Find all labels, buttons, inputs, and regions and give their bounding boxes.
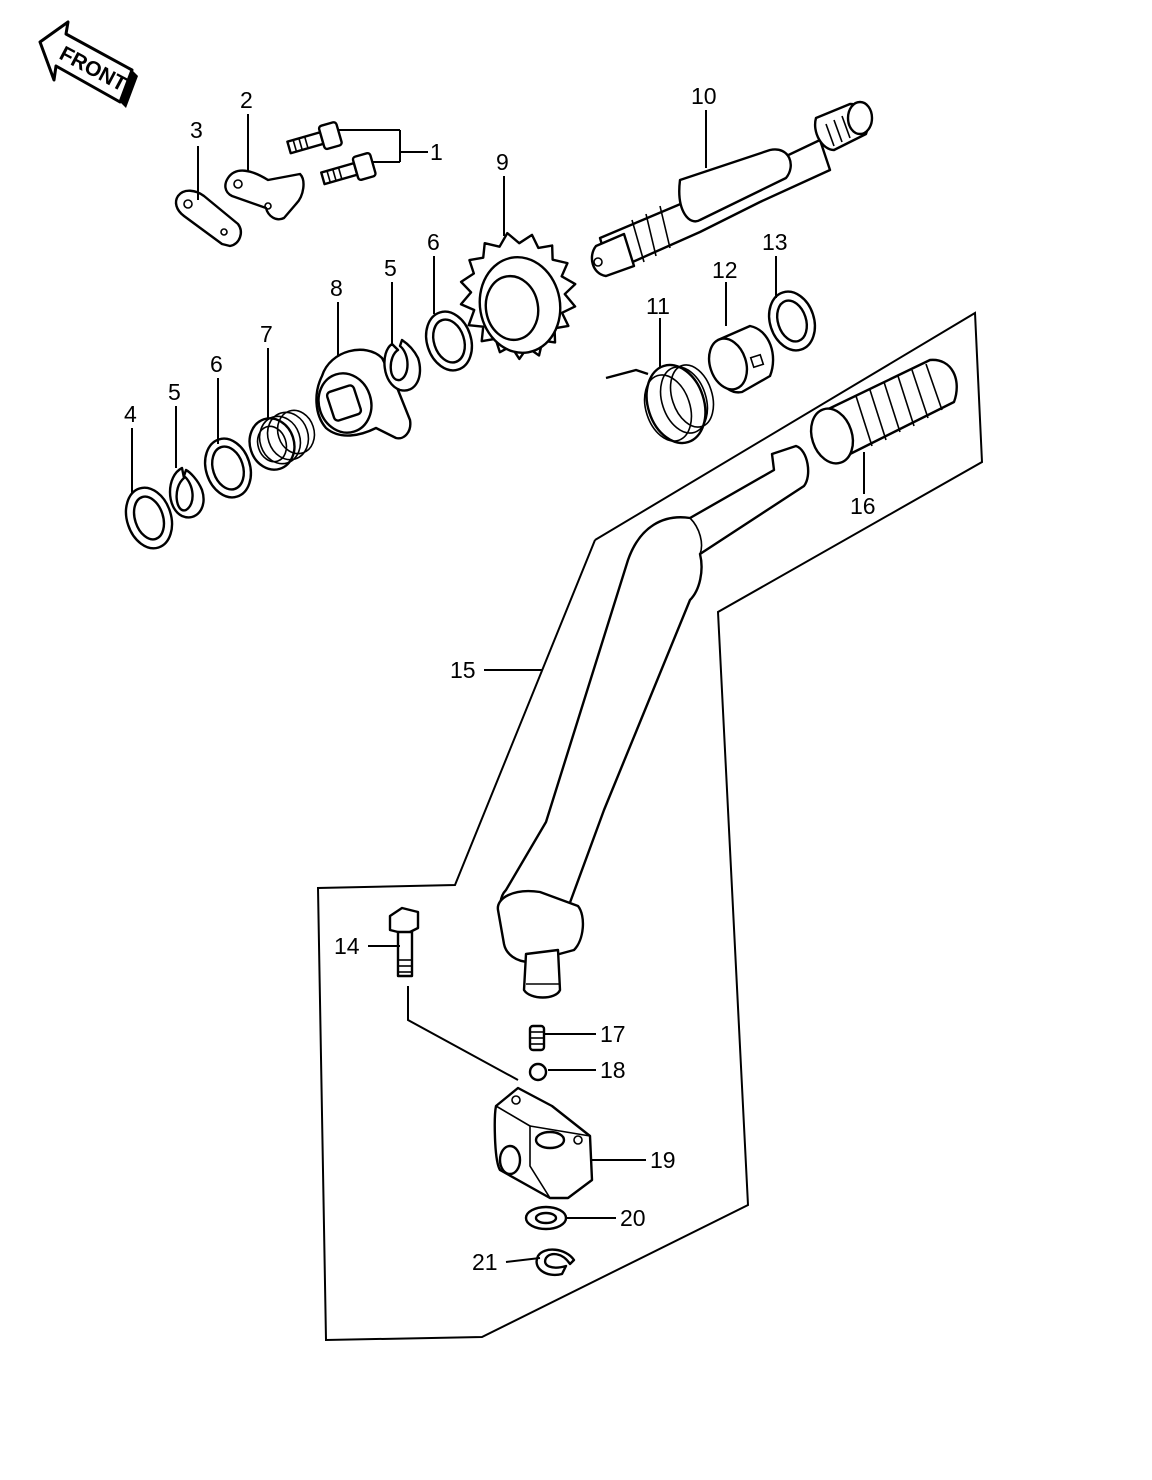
callout-13: 13 xyxy=(762,229,788,255)
callout-6b: 6 xyxy=(427,229,440,255)
washer-part-6b xyxy=(424,310,474,372)
callout-15: 15 xyxy=(450,657,476,683)
circlip-part-5b xyxy=(383,338,422,392)
callout-20: 20 xyxy=(620,1205,646,1231)
front-arrow-icon: FRONT xyxy=(38,20,138,108)
circlip-part-5a xyxy=(168,466,205,519)
callout-11: 11 xyxy=(646,293,670,319)
callout-8: 8 xyxy=(330,275,343,301)
callout-5a: 5 xyxy=(168,379,181,405)
bolt-14-leader xyxy=(407,986,519,1081)
clamp-block-part-19 xyxy=(493,1086,594,1200)
ball-part-18 xyxy=(528,1062,548,1082)
bolt-part-1 xyxy=(286,121,377,186)
torsion-spring-part-11 xyxy=(605,363,715,445)
leader-lines xyxy=(131,110,865,1263)
callout-7: 7 xyxy=(260,321,273,347)
callout-14: 14 xyxy=(334,933,360,959)
callout-4: 4 xyxy=(124,401,137,427)
callout-17: 17 xyxy=(600,1021,626,1047)
callout-19: 19 xyxy=(650,1147,676,1173)
callout-18: 18 xyxy=(600,1057,626,1083)
spring-part-17 xyxy=(528,1024,546,1052)
callout-3: 3 xyxy=(190,117,203,143)
collar-part-12 xyxy=(707,324,775,394)
callout-10: 10 xyxy=(691,83,717,109)
plate-part-3 xyxy=(174,189,242,248)
ratchet-part-8 xyxy=(315,348,412,440)
washer-part-13 xyxy=(767,290,817,352)
spring-part-7 xyxy=(248,409,316,471)
callout-6a: 6 xyxy=(210,351,223,377)
washer-part-20 xyxy=(524,1205,568,1231)
callout-9: 9 xyxy=(496,149,509,175)
callout-12: 12 xyxy=(712,257,738,283)
callout-1: 1 xyxy=(430,139,443,165)
callout-labels: 1 2 3 4 5 5 6 6 7 8 9 10 11 12 13 14 15 … xyxy=(124,83,876,1275)
washer-part-4 xyxy=(124,486,174,550)
boot-part-16 xyxy=(809,358,958,465)
callout-16: 16 xyxy=(850,493,876,519)
callout-2: 2 xyxy=(240,87,253,113)
circlip-part-21 xyxy=(535,1248,576,1277)
kick-pedal-part-15 xyxy=(496,444,810,999)
callout-21: 21 xyxy=(472,1249,498,1275)
shaft-part-10 xyxy=(590,100,874,278)
callout-5b: 5 xyxy=(384,255,397,281)
bolt-part-14 xyxy=(388,906,420,978)
bracket-part-2 xyxy=(224,169,305,221)
gear-part-9 xyxy=(459,231,577,361)
assembly-outline xyxy=(316,311,984,1342)
